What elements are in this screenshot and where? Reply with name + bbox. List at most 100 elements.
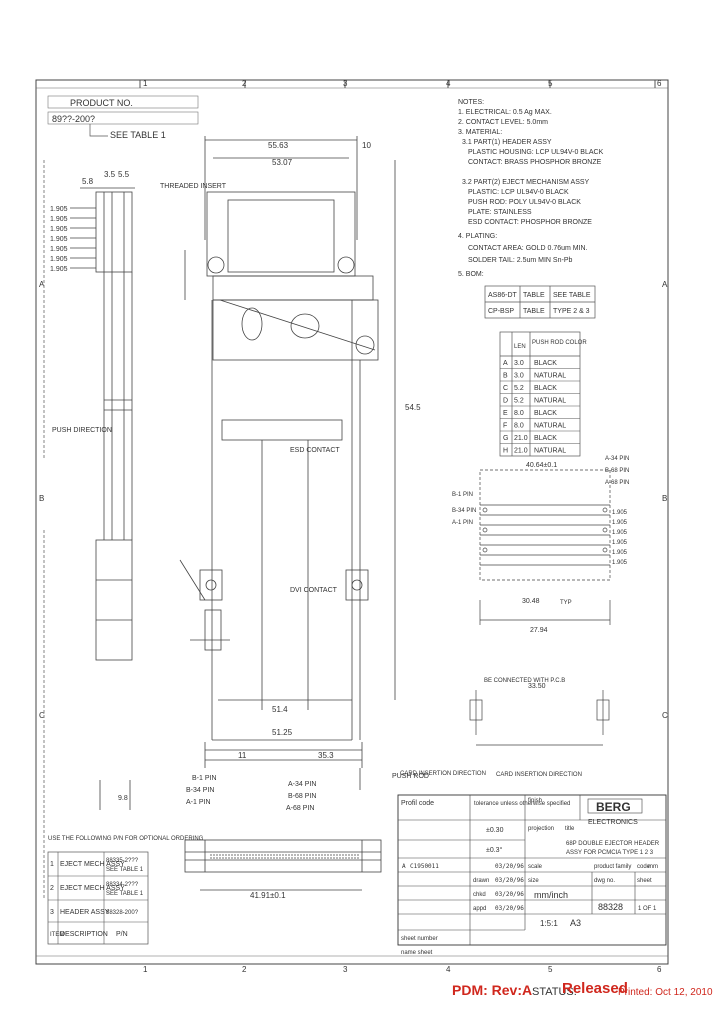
title-line-1: 68P DOUBLE EJECTOR HEADER: [566, 841, 660, 847]
zone-bottom-2: 2: [242, 965, 247, 974]
rev-r0-c1: C1950011: [410, 863, 439, 870]
order-r1-item: 2: [50, 885, 54, 892]
dwg-no-value: 88328: [598, 902, 623, 912]
be-connected-label: BE CONNECTED WITH P.C.B: [484, 678, 565, 684]
order-footer-pn: P/N: [116, 931, 128, 938]
t1-r3-c2: NATURAL: [534, 398, 566, 405]
berg-logo: BERG ELECTRONICS: [587, 798, 643, 826]
note-line-7: 3.2 PART(2) EJECT MECHANISM ASSY: [462, 179, 590, 186]
t1-header-len: LEN: [514, 344, 526, 350]
rev-r3-c2: 03/20/96: [495, 905, 524, 912]
order-r0-note: SEE TABLE 1: [106, 867, 144, 873]
note-line-6: CONTACT: BRASS PHOSPHOR BRONZE: [468, 159, 602, 166]
drawing-frame: [35, 79, 669, 965]
t1-r3-c0: D: [503, 398, 508, 405]
zone-bottom-4: 4: [446, 965, 451, 974]
t1-r6-c2: BLACK: [534, 435, 557, 442]
order-footer-desc: DESCRIPTION: [60, 931, 108, 938]
top-view-labels: 55.63 53.07 10 THREADED INSERT ESD CONTA…: [160, 141, 486, 780]
name-sheet-label: name sheet: [401, 950, 433, 956]
status-label: STATUS:: [532, 986, 577, 998]
side-dim-1: 5.8: [82, 177, 94, 186]
row-left-b: B: [39, 494, 44, 503]
pcb-pin-a1: A-1 PIN: [452, 520, 473, 526]
t1-r2-c0: C: [503, 385, 508, 392]
product-number-block: PRODUCT NO. 89??-200? SEE TABLE 1: [47, 95, 199, 140]
pcb-pitch-6: 1.905: [612, 560, 628, 566]
t1-r0-c1: 3.0: [514, 360, 524, 367]
order-table-title: USE THE FOLLOWING P/N FOR OPTIONAL ORDER…: [48, 836, 204, 842]
side-pitch-1: 1.905: [50, 206, 68, 213]
pcb-pitch-4: 1.905: [612, 540, 628, 546]
dim-51-25: 51.25: [272, 728, 293, 737]
note-line-15: 5. BOM:: [458, 271, 484, 278]
note-line-12: 4. PLATING:: [458, 233, 497, 240]
lower-dim: 9.8: [118, 795, 128, 802]
pcb-pitch-3: 1.905: [612, 530, 628, 536]
note-line-1: 1. ELECTRICAL: 0.5 Ag MAX.: [458, 109, 552, 116]
t1-r5-c0: F: [503, 423, 507, 430]
side-pitch-4: 1.905: [50, 236, 68, 243]
cad-code-label: Profil code: [401, 800, 434, 807]
note-line-13: CONTACT AREA: GOLD 0.76um MIN.: [468, 245, 588, 252]
zone-bottom-1: 1: [143, 965, 148, 974]
t1-r1-c1: 3.0: [514, 373, 524, 380]
tolerance-value-1: ±0.30: [486, 827, 504, 834]
pin-a68: A-68 PIN: [286, 805, 314, 812]
field-chkd: chkd: [473, 892, 486, 898]
pin-b68: B-68 PIN: [288, 793, 316, 800]
rev-r0-c2: 03/20/96: [495, 863, 524, 870]
note-line-2: 2. CONTACT LEVEL: 5.0mm: [458, 119, 548, 126]
top-view: [179, 136, 396, 790]
pcb-layout-view: [469, 469, 611, 746]
note-line-8: PLASTIC: LCP UL94V-0 BLACK: [468, 189, 569, 196]
t1-r1-c0: B: [503, 373, 508, 380]
dim-10: 10: [362, 141, 371, 150]
status-value: Released: [562, 980, 628, 997]
t1-r4-c2: BLACK: [534, 410, 557, 417]
pcb-layout-labels: 40.64±0.1 30.48 27.94 33.50 B-1 PIN B-34…: [452, 456, 629, 778]
projection-label: projection: [528, 826, 554, 832]
t1-r1-c2: NATURAL: [534, 373, 566, 380]
title-line-2: ASSY FOR PCMCIA TYPE 1 2 3: [566, 850, 654, 856]
order-r0-desc: EJECT MECH ASSY: [60, 861, 125, 868]
side-view: 5.8 3.5 5.5: [70, 170, 135, 810]
revision-rows: A C1950011 03/20/96 03/20/96 03/20/96 03…: [402, 863, 524, 912]
pin-b34: B-34 PIN: [186, 787, 214, 794]
rev-r1-c2: 03/20/96: [495, 877, 524, 884]
pcb-dim-2: 30.48: [522, 598, 540, 605]
dim-11: 11: [238, 751, 247, 760]
side-dim-2: 3.5: [104, 170, 116, 179]
pcb-pin-b34: B-34 PIN: [452, 508, 476, 514]
t1-r6-c1: 21.0: [514, 435, 528, 442]
t1-r3-c1: 5.2: [514, 398, 524, 405]
note-line-0: NOTES:: [458, 99, 484, 106]
t1-r7-c0: H: [503, 448, 508, 455]
dim-53-07: 53.07: [272, 158, 293, 167]
finish-label: finish: [528, 798, 542, 804]
bom-r1-c0: CP-BSP: [488, 308, 514, 315]
bom-r0-c2: SEE TABLE: [553, 292, 591, 299]
side-pitch-2: 1.905: [50, 216, 68, 223]
side-pitch-7: 1.905: [50, 266, 68, 273]
table-1: LEN PUSH ROD COLOR A 3.0 BLACK B 3.0 NAT…: [499, 331, 587, 457]
pcb-pin-b68: B-68 PIN: [605, 468, 629, 474]
pcb-pitch-2: 1.905: [612, 520, 628, 526]
zone-bottom-5: 5: [548, 965, 553, 974]
typ-label: TYP: [560, 600, 572, 606]
t1-r7-c1: 21.0: [514, 448, 528, 455]
scale-value: 1:5:1: [540, 919, 558, 928]
card-insertion-label: CARD INSERTION DIRECTION: [496, 772, 582, 778]
sheet-value: 1 OF 1: [638, 906, 657, 912]
t1-r5-c1: 8.0: [514, 423, 524, 430]
t1-r5-c2: NATURAL: [534, 423, 566, 430]
pin-b1: B-1 PIN: [192, 775, 217, 782]
order-footer-item: ITEM: [50, 932, 64, 938]
esd-contact-label: ESD CONTACT: [290, 447, 340, 454]
order-r2-pn: 88328-200?: [106, 910, 139, 916]
row-right-b: B: [662, 494, 667, 503]
title-label: title: [565, 826, 575, 832]
rev-r2-c2: 03/20/96: [495, 891, 524, 898]
field-size: size: [528, 878, 539, 884]
